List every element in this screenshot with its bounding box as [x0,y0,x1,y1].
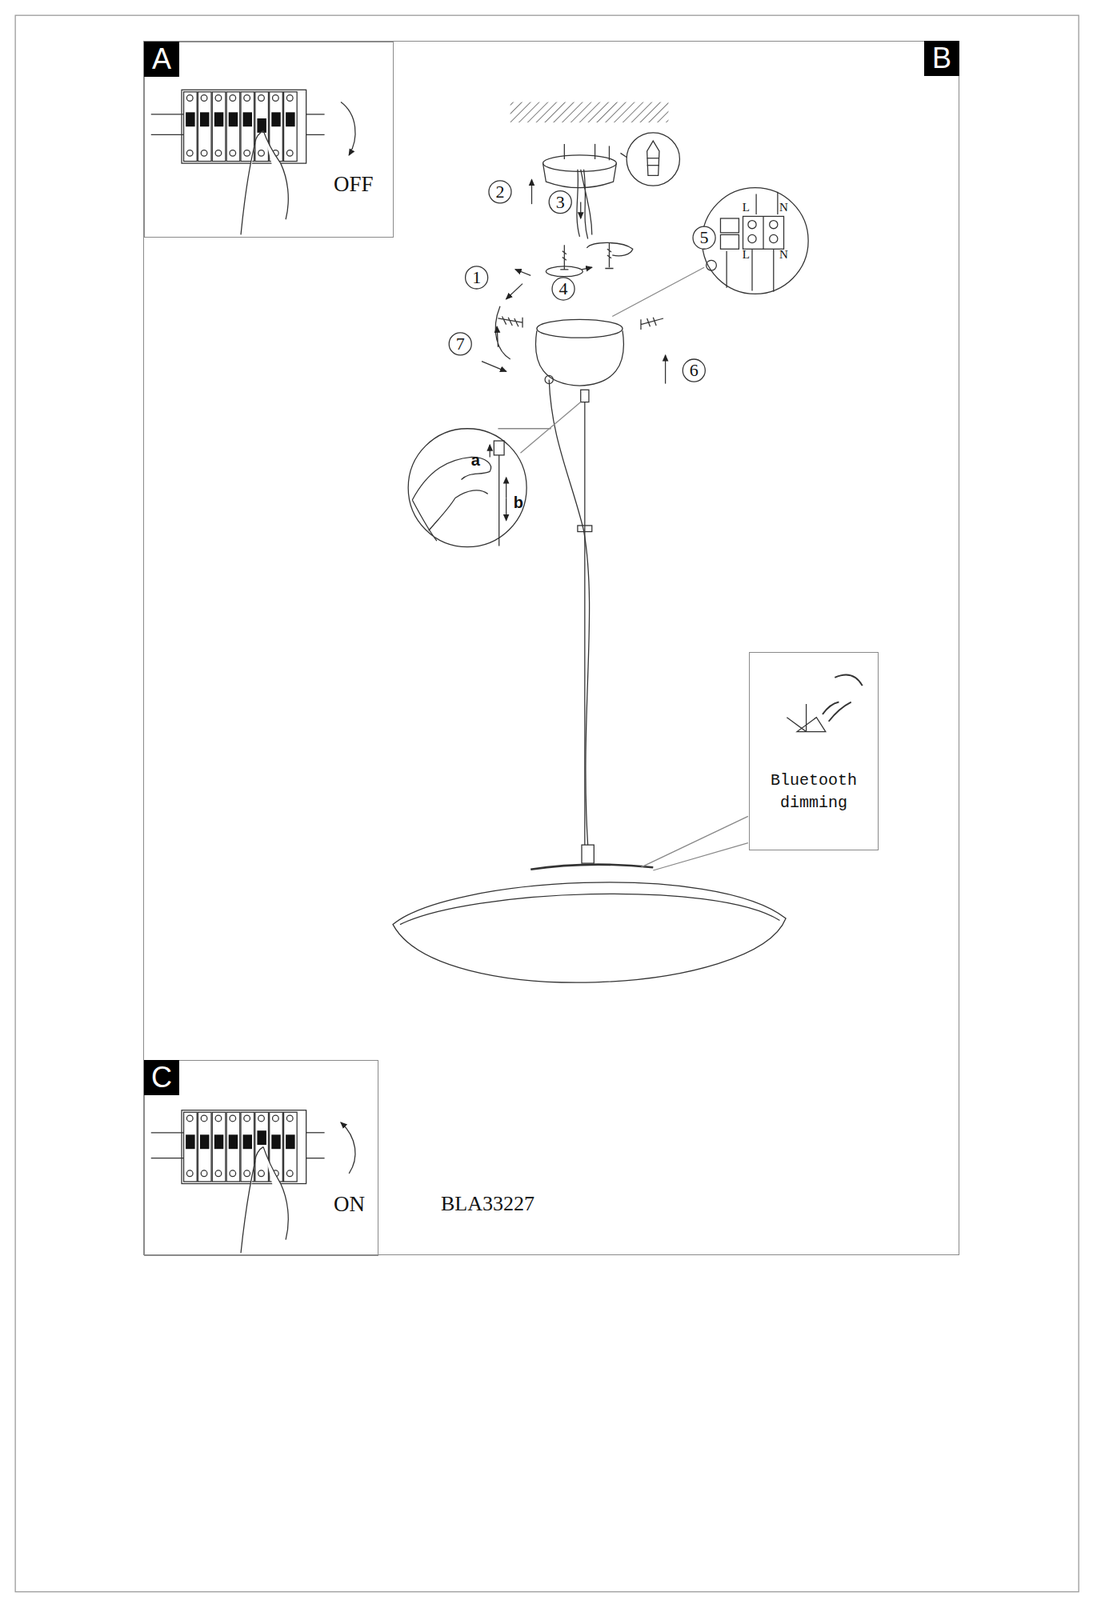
sub-step-letter: b [513,494,524,511]
callout-number: 2 [495,183,505,201]
switch-state: ON [333,1192,365,1218]
callout-number: 1 [472,268,481,287]
terminal-name: N [779,248,789,261]
panel-letter: A [144,41,180,77]
fixing-screws [545,242,633,277]
ceiling-plate [532,144,617,240]
callout-circle [552,277,575,301]
lamp-canopy [481,269,666,386]
callout-circle [465,266,489,289]
callout-number: 5 [700,228,709,247]
breaker-panel [151,89,356,235]
panel-letter: C [144,1060,180,1096]
callout-number: 3 [556,193,565,212]
breaker-panel [151,1110,356,1254]
callout-circle [448,332,472,356]
callout-circle [692,226,716,249]
suspension-cables [544,375,593,845]
callout-number: 4 [559,280,569,298]
panel-letter: B [924,40,960,77]
terminal-name: N [779,200,789,213]
callout-circle [548,191,572,214]
feature-note: Bluetooth dimming [756,769,872,815]
callout-box: Bluetooth dimming [748,652,879,851]
sub-step-letter: a [471,452,481,469]
switch-state: OFF [333,172,374,197]
callout-number: 6 [689,361,699,380]
callout-circle [682,359,705,382]
lamp-shade [392,844,786,983]
terminal-block-detail [612,188,809,317]
ceiling [510,102,669,124]
frame-panel: B A OFF Bluetooth dimmingC ON [143,40,960,1256]
callout-number: 7 [456,335,465,353]
step-panel: A OFF [144,41,394,238]
callout-circle [488,180,512,204]
step-panel: C ON [144,1060,379,1257]
terminal-name: L [742,248,750,261]
terminal-name: L [742,200,750,213]
wall-plug-detail [620,132,680,186]
cable-adjuster-detail [408,402,581,548]
model-number: BLA33227 [440,1193,535,1215]
